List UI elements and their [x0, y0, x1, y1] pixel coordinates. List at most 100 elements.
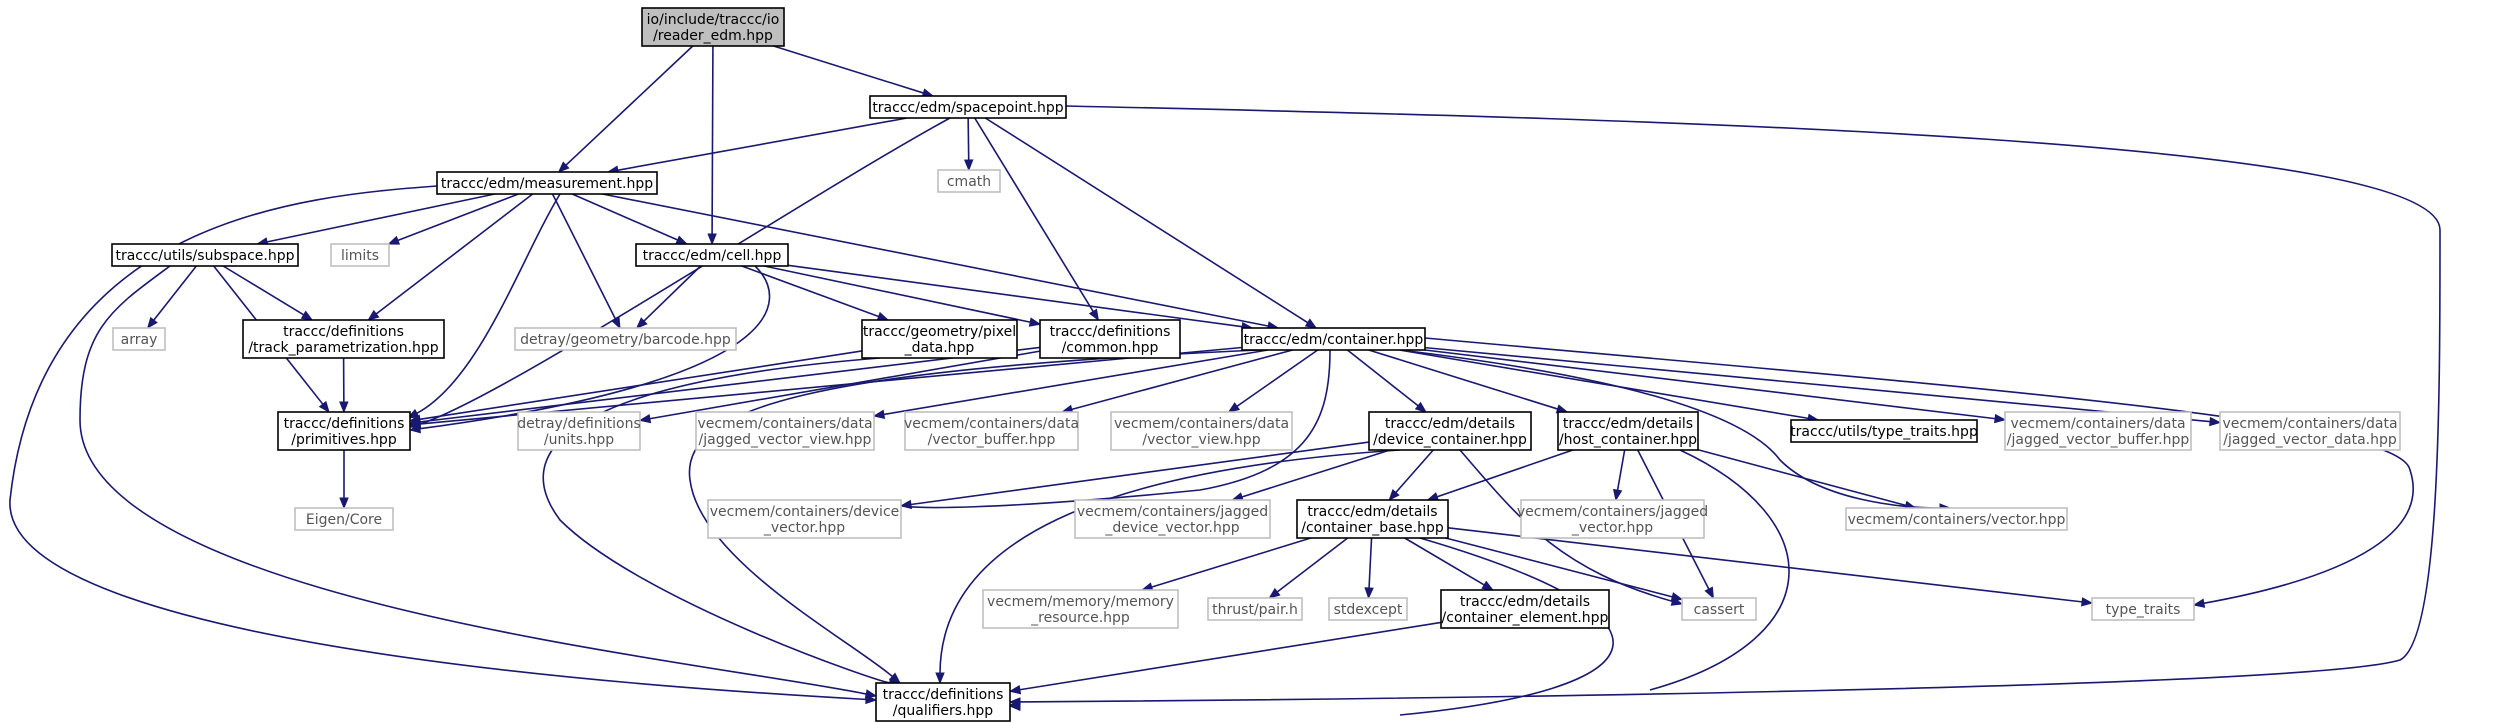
edge-measurement-to-subspace	[255, 193, 495, 247]
node-box	[937, 169, 1001, 193]
edge-line	[773, 45, 925, 95]
edge-line	[1424, 337, 2414, 605]
node-devcont[interactable]: traccc/edm/details/device_container.hpp	[1368, 411, 1532, 451]
edge-subspace-to-array	[146, 265, 197, 330]
node-hostcont[interactable]: traccc/edm/details/host_container.hpp	[1557, 411, 1699, 451]
edge-arrowhead	[888, 672, 902, 684]
edge-contbase-to-pair	[1268, 537, 1349, 599]
edge-line	[374, 193, 534, 316]
node-label: vecmem/containers/data	[2010, 416, 2185, 432]
node-box	[111, 243, 299, 267]
node-measurement[interactable]: traccc/edm/measurement.hpp	[436, 171, 658, 195]
node-box	[2091, 597, 2195, 621]
node-label: vecmem/containers/device	[710, 504, 900, 520]
node-spacepoint[interactable]: traccc/edm/spacepoint.hpp	[869, 95, 1067, 119]
edge-arrowhead	[1008, 701, 1021, 712]
edge-container-to-jvbuffer	[1424, 349, 2007, 424]
edge-container-to-vview	[1227, 349, 1319, 413]
node-label: vecmem/containers/jagged	[1077, 504, 1268, 520]
node-common[interactable]: traccc/definitions/common.hpp	[1039, 319, 1181, 359]
node-label: /vector_view.hpp	[1142, 432, 1260, 448]
edge-arrowhead	[675, 235, 689, 245]
node-box	[1039, 319, 1181, 359]
edge-line	[1368, 537, 1373, 590]
edge-arrowhead	[638, 413, 652, 424]
node-container[interactable]: traccc/edm/container.hpp	[1241, 327, 1426, 351]
node-typetraits: type_traits	[2091, 597, 2195, 621]
edge-line	[787, 264, 1244, 328]
edge-line	[418, 346, 1041, 423]
node-box	[641, 7, 785, 47]
edge-arrowhead	[1088, 308, 1100, 322]
edge-arrowhead	[1481, 580, 1494, 591]
node-box	[517, 411, 641, 451]
node-label: /jagged_vector_data.hpp	[2223, 432, 2397, 448]
node-jdevvec: vecmem/containers/jagged_device_vector.h…	[1074, 499, 1271, 539]
edge-reader-to-measurement	[557, 45, 694, 173]
node-label: /common.hpp	[1062, 340, 1159, 356]
node-units: detray/definitions/units.hpp	[517, 411, 641, 451]
edge-measurement-to-trackparam	[367, 193, 534, 321]
node-label: traccc/utils/type_traits.hpp	[1790, 424, 1978, 440]
node-limits: limits	[330, 243, 390, 267]
edge-subspace-to-trackparam	[222, 265, 314, 321]
edge-arrowhead	[872, 409, 886, 420]
node-jvview: vecmem/containers/data/jagged_vector_vie…	[695, 411, 875, 451]
edge-line	[79, 265, 868, 695]
edge-arrowhead	[339, 497, 349, 510]
edge-arrowhead	[707, 233, 717, 246]
edge-arrowhead	[1670, 592, 1684, 602]
node-label: thrust/pair.h	[1212, 602, 1298, 618]
edge-line	[542, 357, 892, 684]
edge-line	[1447, 527, 2084, 603]
node-qualifiers[interactable]: traccc/definitions/qualifiers.hpp	[875, 682, 1011, 722]
edge-line	[1235, 349, 1319, 408]
node-label: traccc/edm/measurement.hpp	[441, 176, 653, 192]
node-box	[635, 243, 789, 267]
node-primitives[interactable]: traccc/definitions/primitives.hpp	[277, 411, 411, 451]
edge-line	[642, 265, 702, 323]
edge-spacepoint-to-cmath	[963, 117, 974, 172]
node-label: vecmem/containers/data	[904, 416, 1079, 432]
node-box	[514, 327, 737, 351]
edge-arrowhead	[318, 400, 330, 414]
node-box	[1681, 597, 1757, 621]
edge-line	[602, 193, 1270, 328]
node-typetraitsh[interactable]: traccc/utils/type_traits.hpp	[1790, 419, 1978, 443]
edge-line	[1276, 537, 1349, 594]
node-trackparam[interactable]: traccc/definitions/track_parametrization…	[242, 319, 445, 359]
node-subspace[interactable]: traccc/utils/subspace.hpp	[111, 243, 299, 267]
node-pixeldata[interactable]: traccc/geometry/pixel_data.hpp	[861, 319, 1018, 359]
node-label: /jagged_vector_view.hpp	[699, 432, 872, 448]
node-box	[112, 327, 166, 351]
node-contelem[interactable]: traccc/edm/details/container_element.hpp	[1440, 589, 1610, 629]
node-box	[1241, 327, 1426, 351]
node-box	[1110, 411, 1293, 451]
edge-line	[551, 193, 617, 321]
edge-line	[1435, 449, 1574, 498]
node-cell[interactable]: traccc/edm/cell.hpp	[635, 243, 789, 267]
node-jvec: vecmem/containers/jagged_vector.hpp	[1517, 499, 1708, 539]
node-box	[1328, 597, 1408, 621]
node-box	[1296, 499, 1449, 539]
edge-trackparam-to-primitives	[339, 357, 349, 414]
node-box	[242, 319, 445, 359]
node-jvbuffer: vecmem/containers/data/jagged_vector_buf…	[2004, 411, 2192, 451]
edge-arrowhead	[1304, 318, 1318, 329]
edge-line	[415, 193, 561, 415]
edge-line	[1424, 349, 1997, 420]
edge-line	[564, 45, 694, 167]
edge-arrowhead	[2209, 416, 2222, 427]
edge-measurement-to-limits	[387, 193, 519, 245]
edge-line	[1150, 537, 1312, 589]
edge-arrowhead	[2081, 597, 2094, 607]
edge-arrowhead	[2192, 598, 2206, 608]
edge-line	[1649, 449, 1790, 691]
edge-arrowhead	[300, 310, 314, 321]
node-contbase[interactable]: traccc/edm/details/container_base.hpp	[1296, 499, 1449, 539]
node-reader[interactable]: io/include/traccc/io/reader_edm.hpp	[641, 7, 785, 47]
node-stdexcept: stdexcept	[1328, 597, 1408, 621]
edge-arrowhead	[408, 419, 421, 429]
edge-contelem-to-qualifiers	[1008, 621, 1442, 695]
